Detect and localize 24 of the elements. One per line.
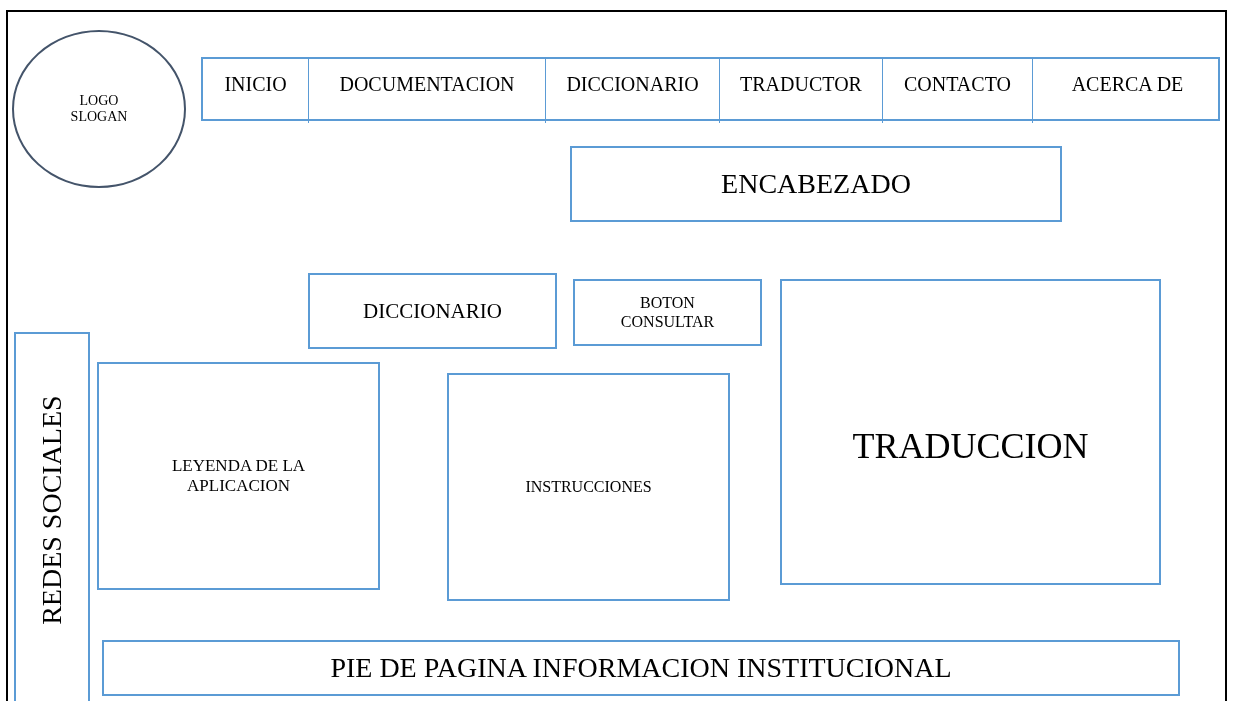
layout-box (97, 362, 380, 590)
layout-box (570, 146, 1062, 222)
box-label: BOTON CONSULTAR (619, 294, 716, 331)
layout-box (308, 273, 557, 349)
layout-box (573, 279, 762, 346)
layout-box (102, 640, 1180, 696)
nav-menu-item: CONTACTO (882, 59, 1032, 123)
box-label: INSTRUCCIONES (525, 477, 652, 497)
nav-menu-item: INICIO (203, 59, 308, 123)
box-label: DICCIONARIO (363, 298, 502, 324)
sidebar-panel (14, 332, 90, 701)
nav-menu-item: ACERCA DE (1032, 59, 1222, 123)
box-label: ENCABEZADO (721, 167, 911, 201)
nav-menu-item: DOCUMENTACION (308, 59, 545, 123)
box-label: LOGO SLOGAN (69, 92, 129, 126)
nav-menu-item: DICCIONARIO (545, 59, 719, 123)
box-label: TRADUCCION (852, 426, 1089, 468)
layout-box (780, 279, 1161, 585)
nav-menu-item: TRADUCTOR (719, 59, 882, 123)
box-label: LEYENDA DE LA APLICACION (170, 456, 307, 496)
box-label: PIE DE PAGINA INFORMACION INSTITUCIONAL (330, 651, 952, 685)
layout-box (447, 373, 730, 601)
box-label: REDES SOCIALES (35, 395, 68, 625)
nav-bar (201, 57, 1220, 121)
